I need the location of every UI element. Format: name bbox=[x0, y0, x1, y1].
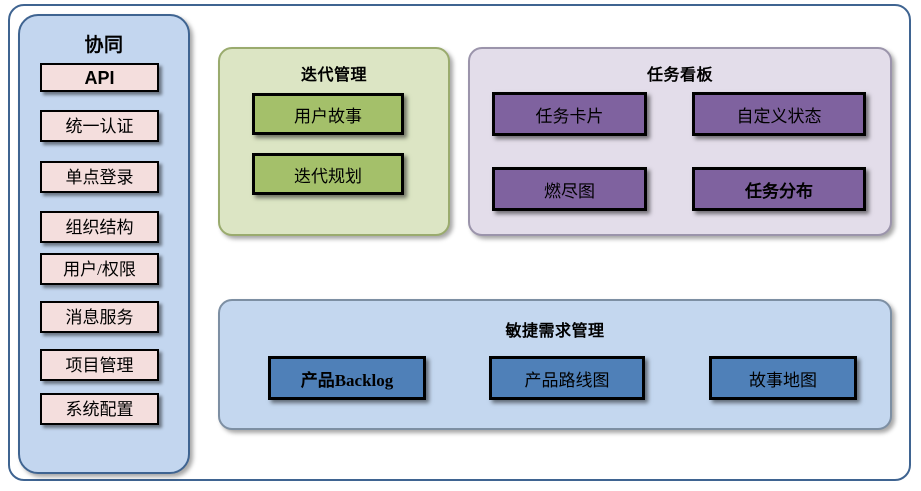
sidebar-item-label: 组织结构 bbox=[65, 217, 134, 237]
iteration-management-title: 迭代管理 bbox=[300, 67, 367, 84]
sidebar-item-label: 用户/权限 bbox=[63, 259, 136, 279]
sidebar-item-org-structure[interactable]: 组织结构 bbox=[40, 211, 159, 243]
card-label: 产品路线图 bbox=[524, 370, 610, 390]
card-label: 故事地图 bbox=[749, 370, 817, 390]
sidebar-item-label: API bbox=[84, 67, 115, 88]
sidebar-item-label: 项目管理 bbox=[65, 355, 134, 375]
card-iteration-planning[interactable]: 迭代规划 bbox=[252, 153, 404, 195]
sidebar-item-api[interactable]: API bbox=[40, 63, 159, 92]
taskboard-title: 任务看板 bbox=[646, 67, 713, 84]
card-label: 任务卡片 bbox=[535, 106, 604, 126]
sidebar-item-message-service[interactable]: 消息服务 bbox=[40, 301, 159, 333]
sidebar-item-project-management[interactable]: 项目管理 bbox=[40, 349, 159, 381]
sidebar-item-label: 系统配置 bbox=[65, 399, 134, 419]
card-label: 产品Backlog bbox=[300, 370, 394, 390]
sidebar-item-unified-auth[interactable]: 统一认证 bbox=[40, 110, 159, 142]
card-user-story[interactable]: 用户故事 bbox=[252, 93, 404, 135]
card-label: 自定义状态 bbox=[736, 106, 822, 126]
card-burndown-chart[interactable]: 燃尽图 bbox=[492, 167, 647, 211]
card-label: 任务分布 bbox=[745, 181, 813, 201]
card-task-card[interactable]: 任务卡片 bbox=[492, 92, 647, 136]
outer-frame bbox=[8, 4, 911, 481]
card-story-map[interactable]: 故事地图 bbox=[709, 356, 857, 400]
card-custom-status[interactable]: 自定义状态 bbox=[692, 92, 866, 136]
sidebar-item-label: 统一认证 bbox=[65, 116, 134, 136]
agile-requirement-title: 敏捷需求管理 bbox=[505, 323, 605, 340]
iteration-management-panel: 迭代管理 bbox=[218, 47, 450, 236]
card-label: 燃尽图 bbox=[544, 181, 595, 201]
card-task-distribution[interactable]: 任务分布 bbox=[692, 167, 866, 211]
sidebar-item-label: 单点登录 bbox=[65, 167, 134, 187]
sidebar-item-system-config[interactable]: 系统配置 bbox=[40, 393, 159, 425]
sidebar-title: 协同 bbox=[84, 35, 124, 56]
sidebar-item-user-permission[interactable]: 用户/权限 bbox=[40, 253, 159, 285]
sidebar-item-label: 消息服务 bbox=[65, 307, 134, 327]
card-label: 用户故事 bbox=[294, 106, 362, 126]
sidebar-item-sso[interactable]: 单点登录 bbox=[40, 161, 159, 193]
card-product-roadmap[interactable]: 产品路线图 bbox=[489, 356, 645, 400]
card-product-backlog[interactable]: 产品Backlog bbox=[268, 356, 426, 400]
card-label: 迭代规划 bbox=[294, 166, 362, 186]
